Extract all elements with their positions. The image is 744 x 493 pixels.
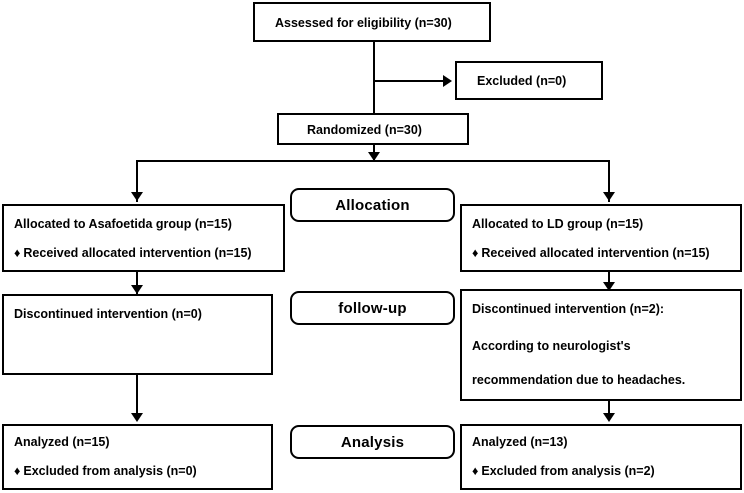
node-allocation-left-line2-text: Received allocated intervention (n=15) <box>23 246 252 260</box>
node-allocation-right: Allocated to LD group (n=15) ♦Received a… <box>460 204 742 272</box>
node-followup-left: Discontinued intervention (n=0) <box>2 294 273 375</box>
node-excluded: Excluded (n=0) <box>455 61 603 100</box>
node-analysis-right-line2: ♦Excluded from analysis (n=2) <box>472 464 655 478</box>
node-analysis-left-line2-text: Excluded from analysis (n=0) <box>23 464 197 478</box>
connector-assessed-to-randomized <box>373 42 375 114</box>
band-allocation: Allocation <box>290 188 455 222</box>
connector-split-left <box>136 160 138 202</box>
band-analysis-label: Analysis <box>340 433 405 451</box>
bullet-icon: ♦ <box>472 464 479 478</box>
connector-alloc-left-to-followup <box>136 272 138 294</box>
node-excluded-text: Excluded (n=0) <box>477 74 567 88</box>
node-allocation-left: Allocated to Asafoetida group (n=15) ♦Re… <box>2 204 285 272</box>
arrowhead-randomized-center <box>368 152 380 161</box>
node-allocation-right-line2: ♦Received allocated intervention (n=15) <box>472 246 710 260</box>
bullet-icon: ♦ <box>14 246 21 260</box>
connector-split-horizontal <box>136 160 610 162</box>
connector-alloc-right-to-followup <box>608 272 610 291</box>
node-randomized-text: Randomized (n=30) <box>307 123 422 137</box>
node-allocation-right-line2-text: Received allocated intervention (n=15) <box>481 246 710 260</box>
node-allocation-left-line2: ♦Received allocated intervention (n=15) <box>14 246 252 260</box>
bullet-icon: ♦ <box>14 464 21 478</box>
node-followup-right-line2: According to neurologist's <box>472 339 631 353</box>
node-followup-right: Discontinued intervention (n=2): Accordi… <box>460 289 742 401</box>
node-assessed-text: Assessed for eligibility (n=30) <box>275 16 452 30</box>
arrowhead-split-left <box>131 192 143 201</box>
node-analysis-right-line1: Analyzed (n=13) <box>472 435 568 449</box>
arrowhead-followup-right-to-analysis <box>603 413 615 422</box>
node-analysis-left-line1: Analyzed (n=15) <box>14 435 110 449</box>
node-assessed-for-eligibility: Assessed for eligibility (n=30) <box>253 2 491 42</box>
connector-split-right <box>608 160 610 202</box>
node-analysis-left: Analyzed (n=15) ♦Excluded from analysis … <box>2 424 273 490</box>
arrowhead-split-right <box>603 192 615 201</box>
connector-to-excluded <box>373 80 445 82</box>
arrowhead-alloc-left-to-followup <box>131 285 143 294</box>
node-analysis-left-line2: ♦Excluded from analysis (n=0) <box>14 464 197 478</box>
node-followup-right-line1: Discontinued intervention (n=2): <box>472 302 665 316</box>
arrowhead-alloc-right-to-followup <box>603 282 615 291</box>
bullet-icon: ♦ <box>472 246 479 260</box>
band-followup: follow-up <box>290 291 455 325</box>
node-randomized: Randomized (n=30) <box>277 113 469 145</box>
node-allocation-left-line1: Allocated to Asafoetida group (n=15) <box>14 217 232 231</box>
node-analysis-right-line2-text: Excluded from analysis (n=2) <box>481 464 655 478</box>
band-analysis: Analysis <box>290 425 455 459</box>
node-followup-left-line1: Discontinued intervention (n=0) <box>14 307 202 321</box>
node-analysis-right: Analyzed (n=13) ♦Excluded from analysis … <box>460 424 742 490</box>
node-followup-right-line3: recommendation due to headaches. <box>472 373 686 387</box>
connector-followup-right-to-analysis <box>608 401 610 418</box>
band-allocation-label: Allocation <box>335 196 410 214</box>
arrowhead-to-excluded <box>443 75 452 87</box>
connector-followup-left-to-analysis <box>136 375 138 418</box>
arrowhead-followup-left-to-analysis <box>131 413 143 422</box>
node-allocation-right-line1: Allocated to LD group (n=15) <box>472 217 644 231</box>
band-followup-label: follow-up <box>338 299 407 317</box>
